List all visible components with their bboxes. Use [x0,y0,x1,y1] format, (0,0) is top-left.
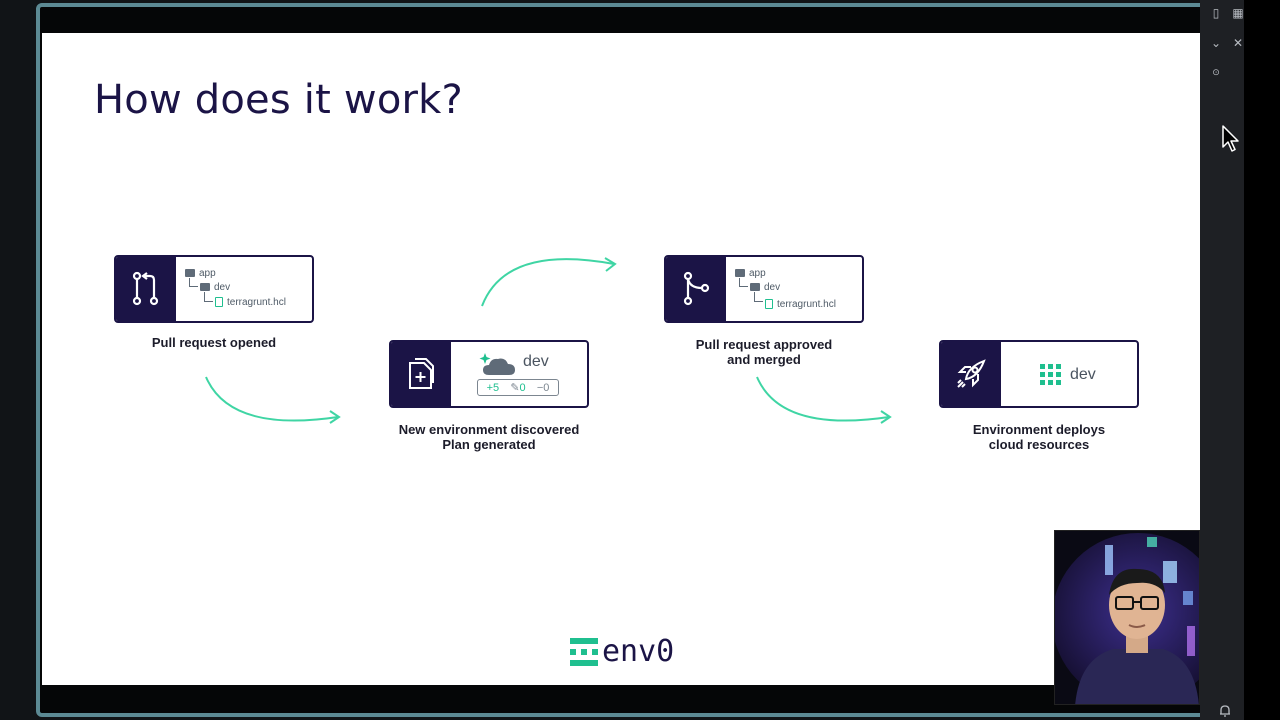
slide-title: How does it work? [94,77,463,123]
tree-app: app [749,268,766,279]
step-card-pull-request-opened: app dev terragrunt.hcl [114,255,314,323]
tree-file: terragrunt.hcl [777,299,836,310]
notification-bell-icon[interactable] [1218,704,1232,718]
tree-app: app [199,268,216,279]
cloud-icon [479,349,519,379]
step-label-3: Pull request approved and merged [644,337,884,367]
plan-stats: +5 ✎0 −0 [477,379,559,396]
slide: How does it work? app dev [42,33,1200,685]
mouse-cursor-icon [1222,125,1240,153]
brand-name: env0 [602,634,674,669]
stat-changed: ✎0 [510,381,525,394]
stat-removed: −0 [537,382,550,394]
step-card-environment-deploys: dev [939,340,1139,408]
file-icon [765,299,773,309]
env-name: dev [1070,366,1096,384]
file-icon [215,297,223,307]
step-label-1: Pull request opened [94,335,334,350]
tree-file: terragrunt.hcl [227,297,286,308]
step-card-pull-request-merged: app dev terragrunt.hcl [664,255,864,323]
folder-icon [185,269,195,277]
stat-added: +5 [487,382,500,394]
env0-logo-icon [570,638,598,666]
document-plus-icon [391,342,451,406]
env-name: dev [523,353,549,371]
flow-arrow-2 [476,248,621,308]
pull-request-icon [116,257,176,321]
step-label-4: Environment deploys cloud resources [919,422,1159,452]
side-toolbar: ▯ ▦ ⌄ ✕ ⊙ [1200,0,1244,720]
merge-icon [666,257,726,321]
step-label-2: New environment discovered Plan generate… [369,422,609,452]
tree-dev: dev [764,282,780,293]
env0-logo: env0 [570,634,674,669]
step-card-environment-discovered: dev +5 ✎0 −0 [389,340,589,408]
env0-grid-icon [1040,364,1062,386]
tree-dev: dev [214,282,230,293]
webcam-overlay [1054,530,1200,705]
flow-arrow-1 [200,373,345,433]
folder-icon [200,283,210,291]
rocket-icon [941,342,1001,406]
flow-arrow-3 [751,373,896,433]
folder-icon [735,269,745,277]
settings-icon[interactable]: ⊙ [1194,62,1238,84]
folder-icon [750,283,760,291]
screen-edge [1244,0,1280,720]
